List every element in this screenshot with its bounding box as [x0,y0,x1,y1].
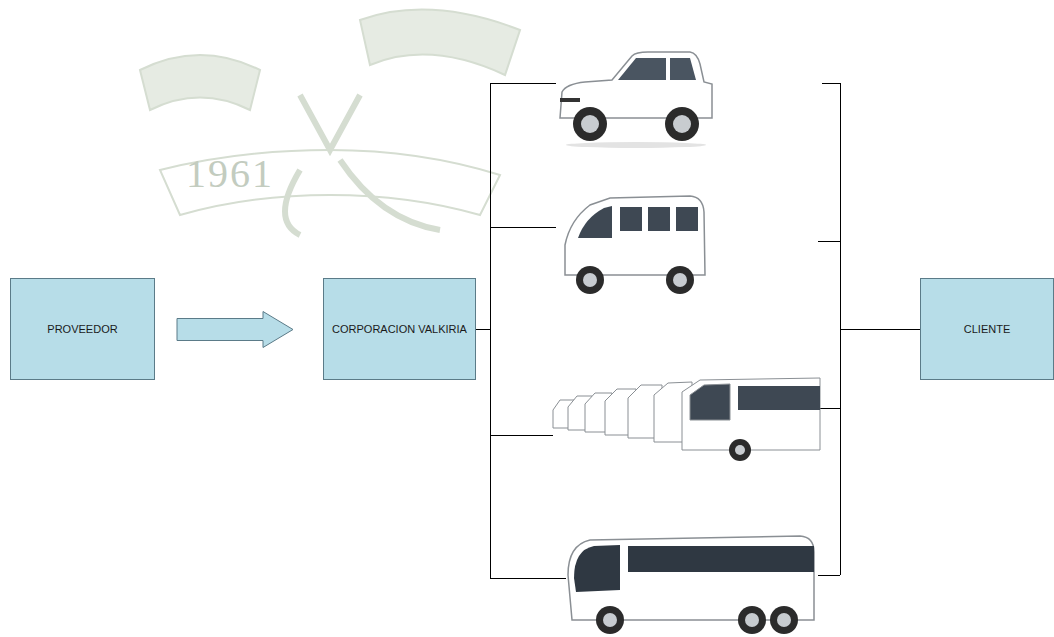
connector [476,329,920,330]
process-box: PROVEEDOR [10,278,155,380]
bracket-lines [490,83,841,579]
box-text: CLIENTE [956,318,1018,340]
box-text: PROVEEDOR [39,318,125,340]
passenger-van [565,196,705,294]
block-arrow [177,312,293,348]
bus-fleet [553,378,820,461]
connector [177,312,293,348]
connector-line [476,329,920,330]
process-box: CORPORACION VALKIRIA [323,278,476,380]
box-text: CORPORACION VALKIRIA [324,318,475,340]
process-box: CLIENTE [920,278,1054,380]
pickup-truck [560,52,712,148]
watermark-emblem [140,10,520,235]
coach-bus [568,536,814,634]
watermark-text: 1961 [186,150,274,197]
